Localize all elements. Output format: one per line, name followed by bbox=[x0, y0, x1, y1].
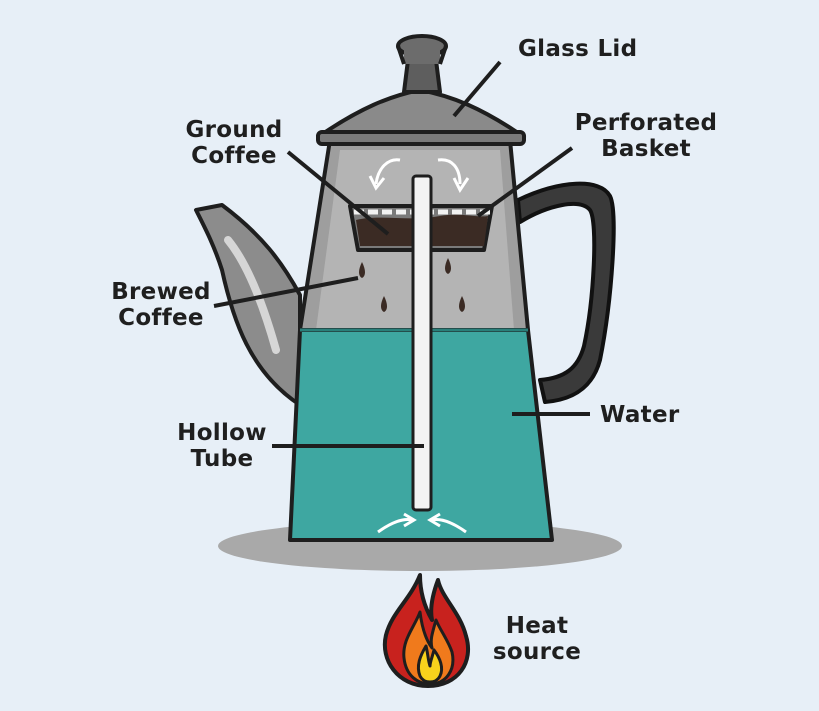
drop bbox=[359, 262, 365, 278]
label-hollow-tube-line1: Hollow bbox=[177, 420, 267, 446]
hollow-tube bbox=[411, 174, 433, 512]
label-water-text: Water bbox=[600, 402, 680, 428]
lid-knob-neck bbox=[404, 46, 440, 64]
label-perforated-basket-line2: Basket bbox=[601, 136, 691, 162]
label-perforated-basket-line1: Perforated bbox=[574, 110, 718, 136]
label-hollow-tube: Hollow Tube bbox=[168, 420, 276, 472]
label-brewed-coffee: Brewed Coffee bbox=[106, 279, 216, 331]
lid bbox=[316, 88, 526, 139]
label-ground-coffee-line2: Coffee bbox=[191, 143, 277, 169]
label-glass-lid: Glass Lid bbox=[518, 36, 637, 62]
label-water: Water bbox=[600, 402, 680, 428]
bottom-arrow-left bbox=[377, 518, 413, 534]
label-brewed-coffee-line1: Brewed bbox=[111, 279, 211, 305]
label-ground-coffee: Ground Coffee bbox=[178, 117, 290, 169]
handle bbox=[516, 181, 616, 404]
spout-highlight bbox=[224, 236, 280, 354]
label-heat-source-line1: Heat bbox=[505, 613, 569, 639]
label-heat-source-line2: source bbox=[492, 639, 582, 665]
label-perforated-basket: Perforated Basket bbox=[568, 110, 724, 162]
arrow-right bbox=[437, 158, 462, 185]
lid-rim bbox=[316, 130, 526, 146]
arrow-left bbox=[374, 158, 401, 185]
drop bbox=[445, 258, 451, 274]
drop bbox=[459, 296, 465, 312]
label-hollow-tube-line2: Tube bbox=[190, 446, 254, 472]
label-heat-source: Heat source bbox=[486, 613, 588, 665]
bottom-arrow-right bbox=[431, 518, 467, 534]
flame-icon bbox=[382, 573, 470, 688]
label-brewed-coffee-line2: Coffee bbox=[118, 305, 204, 331]
pointer-brewed-coffee bbox=[213, 276, 359, 308]
pointer-perforated-basket bbox=[476, 146, 574, 218]
pointer-ground-coffee bbox=[286, 150, 390, 236]
drop bbox=[381, 296, 387, 312]
label-glass-lid-text: Glass Lid bbox=[518, 36, 638, 62]
lid-knob bbox=[402, 58, 442, 94]
spout bbox=[194, 203, 302, 407]
label-ground-coffee-line1: Ground bbox=[185, 117, 283, 143]
pointer-glass-lid bbox=[452, 60, 502, 118]
